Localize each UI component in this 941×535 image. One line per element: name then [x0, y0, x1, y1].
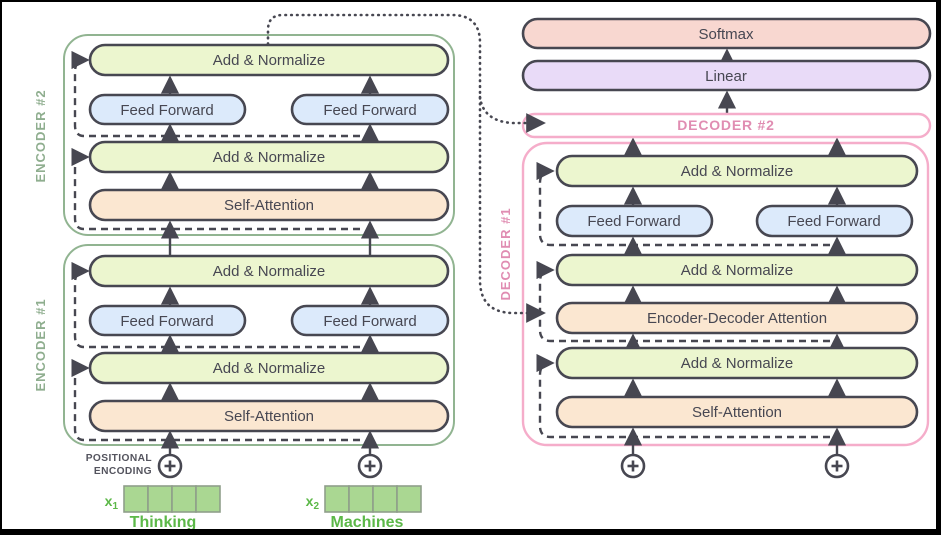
encoder-1-self-attention-label: Self-Attention — [224, 408, 314, 425]
embedding-x1-label: x1 — [105, 493, 119, 512]
softmax-label: Softmax — [698, 26, 754, 43]
decoder-1-feed-forward-right — [755, 204, 914, 238]
encoder-2-add-normalize-mid — [88, 140, 450, 174]
encoder-2: ENCODER #2 Add & Normalize Feed Forward … — [33, 34, 455, 236]
encoder-1-residual-ff — [71, 261, 360, 349]
decoder-1-encoder-decoder-attention-label: Encoder-Decoder Attention — [647, 310, 827, 327]
encoder-2-add-normalize-mid-label: Add & Normalize — [213, 149, 326, 166]
decoder-1-feed-forward-right-label: Feed Forward — [787, 213, 880, 230]
embedding-x1-symbol: x — [105, 493, 113, 509]
encoder-1-add-normalize-top-label: Add & Normalize — [213, 263, 326, 280]
encoder-1-feed-forward-right — [290, 304, 450, 337]
decoder-1-feed-forward-left — [555, 204, 714, 238]
decoder-1-residual-ff — [536, 161, 830, 247]
decoder-1-add-normalize-bottom — [555, 346, 919, 380]
encoder-2-add-normalize-top — [88, 43, 450, 77]
encoder-1-label: ENCODER #1 — [33, 298, 48, 391]
decoder-2-box — [521, 112, 932, 139]
encoder-2-residual-ff — [71, 50, 360, 138]
linear-label: Linear — [705, 68, 747, 85]
decoder-1-self-attention-label: Self-Attention — [692, 404, 782, 421]
embedding-cell — [195, 485, 221, 513]
decoder-1-self-attention — [555, 395, 919, 429]
encoder-1-feed-forward-left-label: Feed Forward — [120, 313, 213, 330]
softmax-block — [521, 17, 932, 50]
encoder-1-add-normalize-top — [88, 254, 450, 288]
decoder-1-add-normalize-mid-label: Add & Normalize — [681, 262, 794, 279]
embedding-x1-subscript: 1 — [112, 501, 118, 512]
decoder-1-residual-attn — [536, 353, 830, 439]
encoder-1-self-attention — [88, 399, 450, 433]
embedding-x2-subscript: 2 — [313, 501, 319, 512]
encoder-2-label: ENCODER #2 — [33, 89, 48, 182]
positional-encoding: POSITIONAL ENCODING — [86, 427, 850, 479]
encoder-1-add-normalize-mid-label: Add & Normalize — [213, 360, 326, 377]
positional-encoding-add-icon — [357, 453, 383, 479]
embedding-cell — [372, 485, 398, 513]
encoder-1: ENCODER #1 Add & Normalize Feed Forward … — [33, 220, 455, 446]
decoder-1-add-normalize-mid — [555, 253, 919, 287]
embedding-cell — [147, 485, 173, 513]
encoder-1-feed-forward-right-label: Feed Forward — [323, 313, 416, 330]
decoder-1-add-normalize-top — [555, 154, 919, 188]
encoder-output-to-encdec-attention-dotted-line — [266, 13, 546, 323]
embedding-cell — [324, 485, 350, 513]
embedding-x2-label: x2 — [306, 493, 320, 512]
encoder-1-residual-attn — [71, 358, 360, 442]
encoder-1-add-normalize-mid — [88, 351, 450, 385]
encoder-2-feed-forward-left-label: Feed Forward — [120, 102, 213, 119]
decoder-1-encoder-decoder-attention — [555, 301, 919, 335]
decoder-1-feed-forward-left-label: Feed Forward — [587, 213, 680, 230]
embedding-cell — [348, 485, 374, 513]
input-word-machines: Machines — [331, 514, 404, 531]
embedding-cell — [171, 485, 197, 513]
decoder-1: DECODER #1 Add & Normalize Feed Forward … — [498, 137, 930, 447]
positional-encoding-add-icon — [157, 453, 183, 479]
input-embedding-x2: x2 Machines — [306, 485, 422, 531]
encoder-2-feed-forward-right-label: Feed Forward — [323, 102, 416, 119]
positional-encoding-label-line2: ENCODING — [94, 466, 152, 477]
decoder-2-label: DECODER #2 — [677, 117, 774, 133]
embedding-cell — [123, 485, 149, 513]
positional-encoding-add-icon — [824, 453, 850, 479]
encoder-2-self-attention — [88, 188, 450, 222]
decoder-1-add-normalize-top-label: Add & Normalize — [681, 163, 794, 180]
encoder-output-to-decoder-2-dotted-line — [478, 95, 546, 133]
output-head: Softmax Linear DECODER #2 — [521, 17, 932, 139]
positional-encoding-label-line1: POSITIONAL — [86, 453, 152, 464]
embedding-cell — [396, 485, 422, 513]
input-embedding-x1: x1 Thinking — [105, 485, 221, 531]
encoder-2-residual-attn — [71, 147, 360, 231]
embedding-x2-symbol: x — [306, 493, 314, 509]
decoder-1-label: DECODER #1 — [498, 207, 513, 300]
linear-block — [521, 59, 932, 92]
encoder-2-self-attention-label: Self-Attention — [224, 197, 314, 214]
encoder-2-feed-forward-right — [290, 93, 450, 126]
decoder-1-add-normalize-bottom-label: Add & Normalize — [681, 355, 794, 372]
encoder-2-add-normalize-top-label: Add & Normalize — [213, 52, 326, 69]
encoder-1-feed-forward-left — [88, 304, 247, 337]
encoder-2-feed-forward-left — [88, 93, 247, 126]
positional-encoding-add-icon — [620, 453, 646, 479]
input-word-thinking: Thinking — [130, 514, 197, 531]
